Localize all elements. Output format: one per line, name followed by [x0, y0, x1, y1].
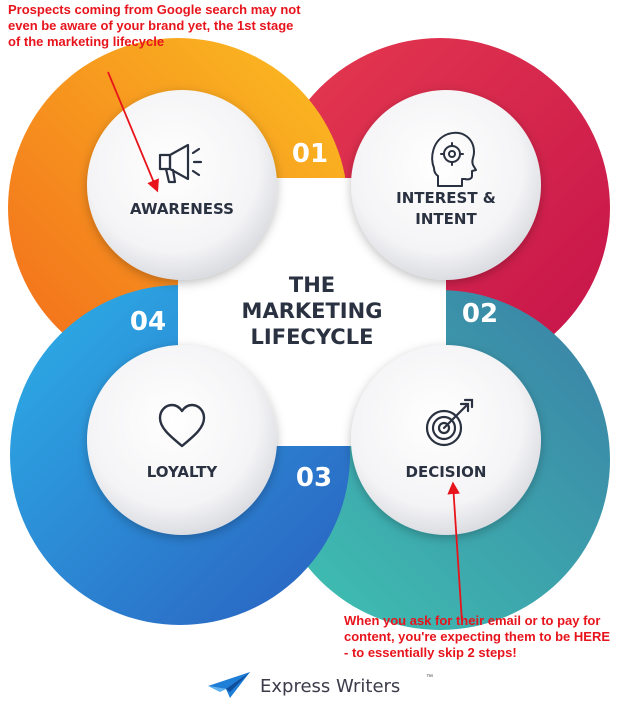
decision-annotation: When you ask for their email or to pay f… [344, 613, 611, 660]
step-number-03: 03 [296, 463, 332, 493]
stage-label-interest-line-2: INTENT [415, 210, 477, 228]
decision-arrow [447, 481, 463, 623]
paper-plane-icon [208, 672, 250, 698]
stage-label-loyalty: LOYALTY [147, 463, 219, 481]
step-number-02: 02 [462, 299, 498, 329]
stage-label-decision: DECISION [406, 463, 487, 481]
head-gear-icon [431, 131, 477, 187]
center-title-line-2: MARKETING [242, 299, 383, 323]
stage-label-interest-line-1: INTEREST & [396, 189, 496, 207]
center-title-line-3: LIFECYCLE [251, 325, 374, 349]
decision-circle [351, 345, 541, 535]
megaphone-icon [158, 143, 203, 184]
brand-name: Express Writers [260, 676, 401, 697]
awareness-arrow [107, 71, 159, 193]
awareness-annotation: Prospects coming from Google search may … [8, 2, 301, 49]
step-number-01: 01 [292, 139, 328, 169]
heart-icon [158, 403, 206, 448]
trademark-mark: ™ [426, 674, 433, 681]
awareness-circle [87, 90, 277, 280]
loyalty-circle [87, 345, 277, 535]
target-icon [425, 398, 474, 447]
brand-logo: Express Writers ™ [206, 668, 446, 704]
stage-label-awareness: AWARENESS [130, 200, 234, 218]
center-title-line-1: THE [289, 273, 335, 297]
step-number-04: 04 [130, 307, 166, 337]
